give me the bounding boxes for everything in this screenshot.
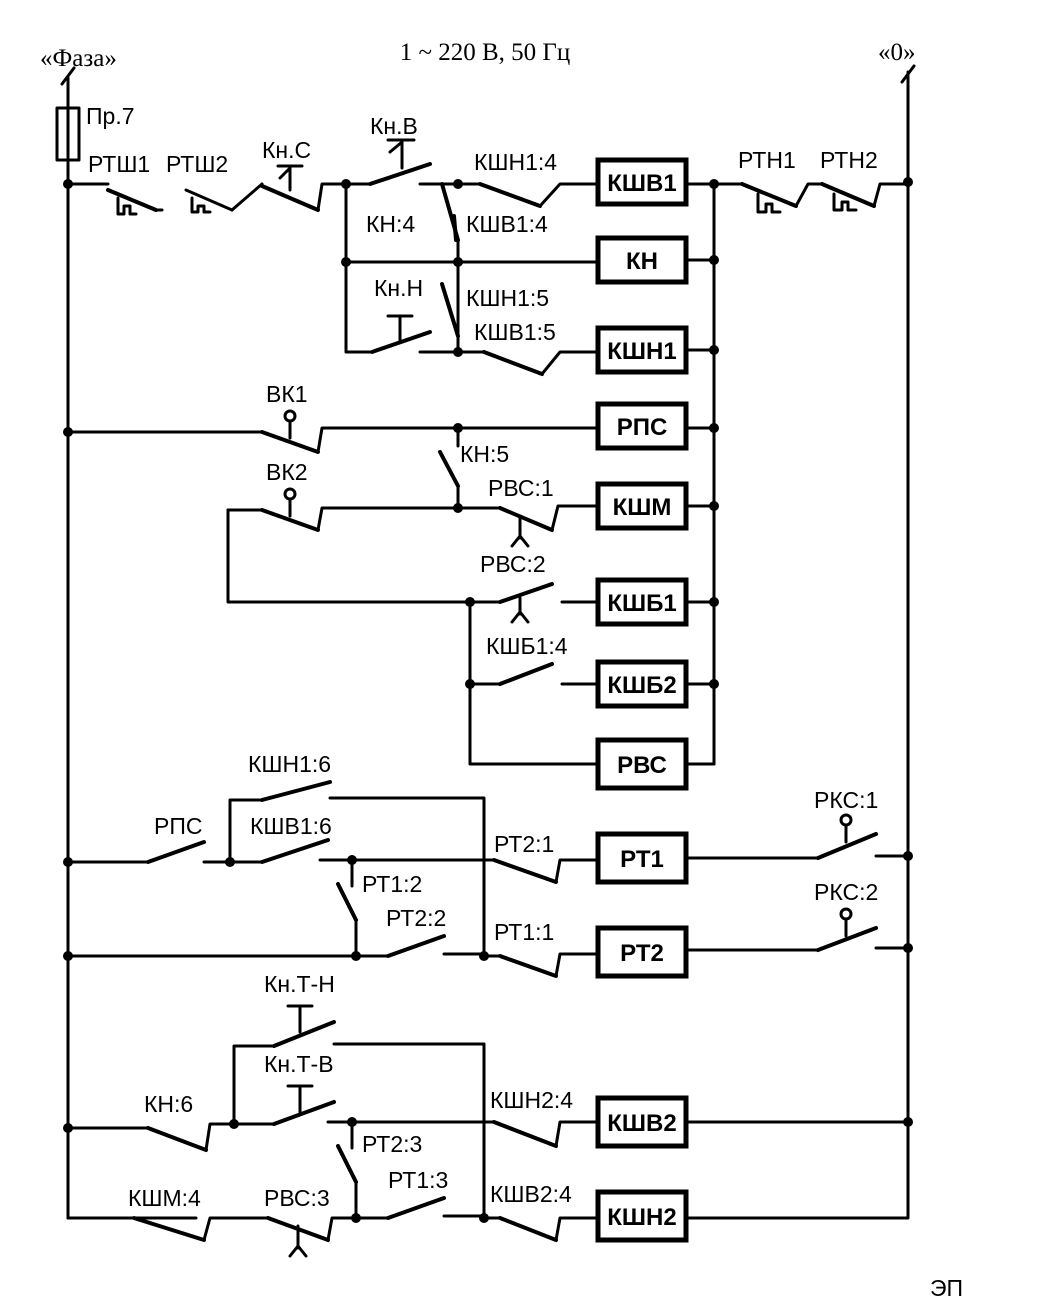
label-rvs-1: РВС:1: [488, 475, 554, 501]
label-rvs-2: РВС:2: [480, 551, 546, 577]
rung-rt: [63, 780, 913, 978]
label-vk2: ВК2: [266, 459, 308, 485]
label-kn-tv: Кн.Т-В: [264, 1051, 334, 1077]
rung-rps-kshm: [63, 409, 600, 766]
coil-kshn1: КШН1: [595, 325, 689, 375]
neutral-rail: [900, 64, 916, 1127]
coil-rvs-label: РВС: [617, 752, 667, 779]
label-kn-tn: Кн.Т-Н: [264, 971, 335, 997]
coil-kshv2-label: КШВ2: [607, 1110, 676, 1137]
coil-kn: КН: [595, 235, 689, 285]
coil-kshv1: КШВ1: [595, 157, 689, 207]
label-rks-1: РКС:1: [814, 787, 878, 813]
coil-kshb1-label: КШБ1: [607, 590, 676, 617]
fuse-label: Пр.7: [86, 103, 135, 129]
label-kshv2-4: КШВ2:4: [490, 1181, 572, 1207]
label-rtsh1: РТШ1: [88, 151, 150, 177]
supply-label: 1 ~ 220 В, 50 Гц: [400, 39, 571, 66]
label-kshn1-5: КШН1:5: [466, 285, 549, 311]
label-kshv1-4: КШВ1:4: [466, 211, 548, 237]
coil-kshb1: КШБ1: [595, 577, 689, 627]
coil-rps: РПС: [595, 401, 689, 451]
coil-rt1: РТ1: [595, 831, 689, 885]
label-kn-5: КН:5: [460, 441, 509, 467]
label-kshv1-5: КШВ1:5: [474, 319, 556, 345]
label-kn-n: Кн.Н: [374, 275, 423, 301]
coil-kshm: КШМ: [595, 481, 689, 531]
coil-kshv2: КШВ2: [595, 1095, 689, 1149]
label-kshn2-4: КШН2:4: [490, 1087, 573, 1113]
label-kshb1-4: КШБ1:4: [486, 633, 568, 659]
label-kshv1-6: КШВ1:6: [250, 813, 332, 839]
label-rt1-2: РТ1:2: [362, 871, 422, 897]
label-rtn1: РТН1: [738, 147, 796, 173]
rung-2-3: [341, 182, 600, 376]
label-rks-2: РКС:2: [814, 879, 878, 905]
label-kshn1-6: КШН1:6: [248, 751, 331, 777]
label-rvs-3: РВС:3: [264, 1185, 330, 1211]
label-kn-v: Кн.В: [370, 113, 418, 139]
coil-rvs: РВС: [595, 737, 689, 791]
rung-1: [63, 138, 913, 216]
coil-bus: [684, 179, 719, 766]
coil-rt2: РТ2: [595, 925, 689, 979]
label-rtsh2: РТШ2: [166, 151, 228, 177]
coil-kshn1-label: КШН1: [607, 338, 676, 365]
neutral-label: «0»: [878, 39, 916, 66]
label-rt1-3: РТ1:3: [388, 1167, 448, 1193]
label-rt2-2: РТ2:2: [386, 905, 446, 931]
coil-kshn2: КШН2: [595, 1189, 689, 1243]
coil-kn-label: КН: [626, 248, 658, 275]
label-rt2-3: РТ2:3: [362, 1131, 422, 1157]
coil-kshb2-label: КШБ2: [607, 672, 676, 699]
coil-kshb2: КШБ2: [595, 659, 689, 709]
label-vk1: ВК1: [266, 381, 308, 407]
label-kshn1-4: КШН1:4: [474, 149, 557, 175]
coil-rt2-label: РТ2: [620, 940, 664, 967]
phase-rail: [55, 66, 81, 1220]
coil-rps-label: РПС: [617, 414, 668, 441]
coil-kshn2-label: КШН2: [607, 1204, 676, 1231]
phase-label: «Фаза»: [40, 45, 117, 72]
label-kn-4: КН:4: [366, 211, 415, 237]
label-rt2-1: РТ2:1: [494, 831, 554, 857]
coil-kshv1-label: КШВ1: [607, 170, 676, 197]
label-rt1-1: РТ1:1: [494, 919, 554, 945]
label-kn-s: Кн.С: [262, 137, 311, 163]
label-rps-contact: РПС: [154, 813, 202, 839]
label-ksm-4: КШМ:4: [128, 1185, 201, 1211]
coil-rt1-label: РТ1: [620, 846, 664, 873]
coil-kshm-label: КШМ: [613, 494, 672, 521]
label-kn-6: КН:6: [144, 1091, 193, 1117]
corner-label: ЭП: [930, 1275, 963, 1296]
rung-kshv2-kshn2: [63, 1004, 913, 1258]
label-rtn2: РТН2: [820, 147, 878, 173]
